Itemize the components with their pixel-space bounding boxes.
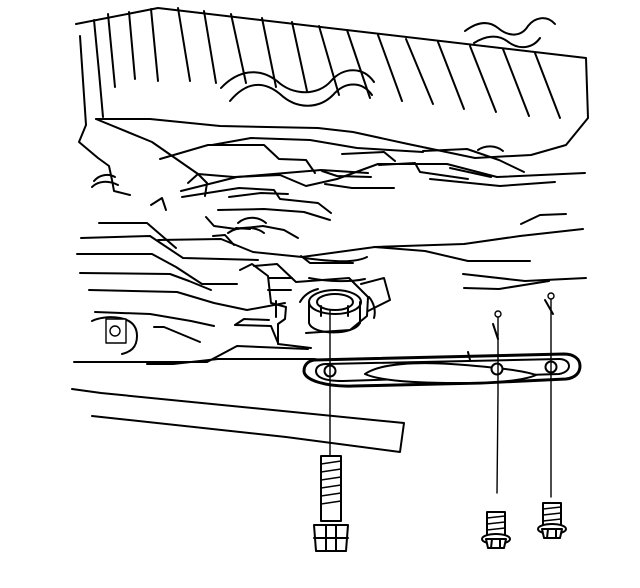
insulator-bushing (299, 288, 376, 334)
retainer-plate (302, 299, 582, 388)
flange-bolt-right (537, 502, 567, 539)
flange-bolt-center (481, 511, 511, 549)
frame-accents (150, 145, 587, 290)
mount-bracket (234, 256, 391, 349)
long-bolt (313, 455, 349, 552)
leader-lines (329, 292, 555, 498)
frame-crossmember (71, 7, 589, 453)
